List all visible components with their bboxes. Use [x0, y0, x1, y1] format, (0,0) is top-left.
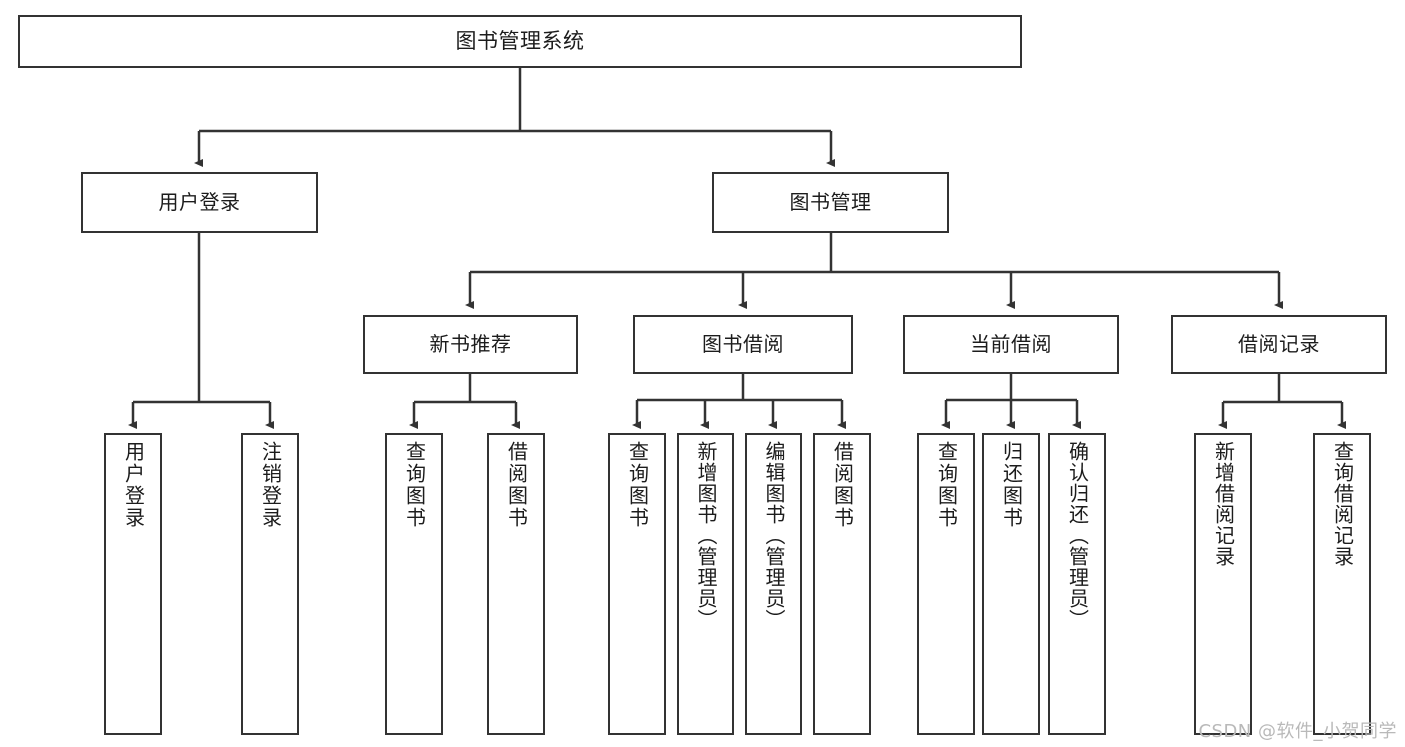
leaf-current-borrow-query[interactable]: 查询图书 — [917, 433, 975, 735]
node-label: 查询图书 — [625, 441, 650, 529]
node-label: 借阅图书 — [830, 441, 855, 529]
node-root-system[interactable]: 图书管理系统 — [18, 15, 1022, 68]
node-label: 用户登录 — [121, 441, 146, 529]
leaf-current-borrow-confirm-return[interactable]: 确认归还（管理员） — [1048, 433, 1106, 735]
leaf-user-login-login[interactable]: 用户登录 — [104, 433, 162, 735]
leaf-new-book-borrow[interactable]: 借阅图书 — [487, 433, 545, 735]
node-label: 图书借阅 — [702, 332, 784, 356]
watermark-text: CSDN @软件_小贺同学 — [1198, 721, 1397, 742]
node-label: 当前借阅 — [970, 332, 1052, 356]
node-label: 查询图书 — [934, 441, 959, 529]
node-label: 查询借阅记录 — [1330, 441, 1355, 567]
leaf-current-borrow-return[interactable]: 归还图书 — [982, 433, 1040, 735]
node-book-borrow[interactable]: 图书借阅 — [633, 315, 853, 374]
leaf-user-login-logout[interactable]: 注销登录 — [241, 433, 299, 735]
node-user-login[interactable]: 用户登录 — [81, 172, 318, 233]
node-borrow-record[interactable]: 借阅记录 — [1171, 315, 1387, 374]
node-book-management[interactable]: 图书管理 — [712, 172, 949, 233]
node-label: 借阅图书 — [504, 441, 529, 529]
leaf-borrow-record-add[interactable]: 新增借阅记录 — [1194, 433, 1252, 735]
leaf-borrow-record-query[interactable]: 查询借阅记录 — [1313, 433, 1371, 735]
node-label: 新书推荐 — [429, 332, 512, 356]
leaf-book-borrow-add[interactable]: 新增图书（管理员） — [677, 433, 734, 735]
node-current-borrow[interactable]: 当前借阅 — [903, 315, 1119, 374]
leaf-book-borrow-edit[interactable]: 编辑图书（管理员） — [745, 433, 802, 735]
node-label: 确认归还（管理员） — [1065, 441, 1090, 630]
node-label: 归还图书 — [999, 441, 1024, 529]
node-label: 注销登录 — [258, 441, 283, 529]
node-new-book-recommend[interactable]: 新书推荐 — [363, 315, 578, 374]
node-label: 新增借阅记录 — [1211, 441, 1236, 567]
node-label: 借阅记录 — [1238, 332, 1320, 356]
node-label: 新增图书（管理员） — [694, 441, 718, 630]
node-label: 图书管理系统 — [455, 29, 585, 54]
leaf-new-book-query[interactable]: 查询图书 — [385, 433, 443, 735]
node-label: 查询图书 — [402, 441, 427, 529]
node-label: 用户登录 — [158, 190, 241, 214]
node-label: 图书管理 — [789, 190, 872, 214]
node-label: 编辑图书（管理员） — [762, 441, 786, 630]
leaf-book-borrow-query[interactable]: 查询图书 — [608, 433, 666, 735]
leaf-book-borrow-borrow[interactable]: 借阅图书 — [813, 433, 871, 735]
